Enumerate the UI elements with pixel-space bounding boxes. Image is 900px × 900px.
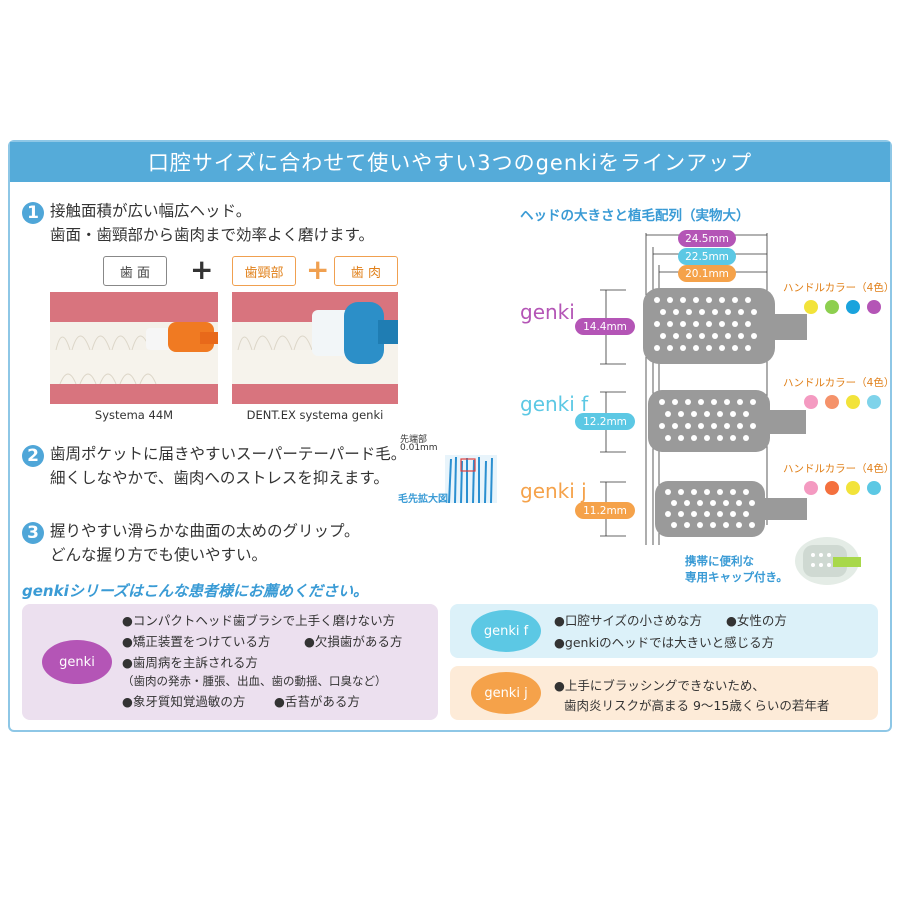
- handle-color-label-genki-j: ハンドルカラー（4色）: [783, 463, 895, 475]
- feature-1-line2: 歯面・歯頸部から歯肉まで効率よく磨けます。: [50, 226, 374, 244]
- plus-sign: +: [190, 253, 214, 286]
- brush-head-genki-j: [655, 481, 807, 537]
- feature-number-1: 1: [22, 202, 44, 224]
- cap-image: [795, 537, 861, 585]
- feature-3-line1: 握りやすい滑らかな曲面の太めのグリップ。: [50, 522, 360, 540]
- handle-color-swatch: [804, 395, 818, 409]
- length-label-genki-f: 22.5mm: [678, 248, 736, 265]
- handle-color-swatch: [846, 300, 860, 314]
- feature-1-line1: 接触面積が広い幅広ヘッド。: [50, 202, 252, 220]
- product-name-genki-j: genki j: [520, 479, 587, 503]
- product-name-genki: genki: [520, 300, 575, 324]
- list-item: ●genkiのヘッドでは大きいと感じる方: [554, 635, 775, 650]
- tag-cervical: 歯頸部: [232, 256, 296, 286]
- list-item: ●口腔サイズの小さめな方: [554, 613, 703, 628]
- brush-head-genki-f: [648, 390, 806, 452]
- handle-color-swatch: [825, 481, 839, 495]
- handle-color-swatch: [867, 395, 881, 409]
- cap-note-line2: 専用キャップ付き。: [685, 570, 788, 584]
- feature-number-2: 2: [22, 445, 44, 467]
- genki-j-badge: genki j: [471, 672, 541, 714]
- handle-color-swatch: [804, 481, 818, 495]
- genki-caption: DENT.EX systema genki: [246, 408, 384, 422]
- tip-size: 0.01mm: [400, 443, 438, 453]
- length-label-genki: 24.5mm: [678, 230, 736, 247]
- list-item: ●コンパクトヘッド歯ブラシで上手く磨けない方: [122, 613, 396, 628]
- page-title: 口腔サイズに合わせて使いやすい3つのgenkiをラインアップ: [10, 142, 890, 182]
- list-item: ●矯正装置をつけている方: [122, 634, 271, 649]
- tag-gum: 歯 肉: [334, 256, 398, 286]
- list-item: ●欠損歯がある方: [304, 634, 403, 649]
- handle-color-swatch: [867, 481, 881, 495]
- handle-color-swatch: [825, 300, 839, 314]
- handle-color-swatch: [825, 395, 839, 409]
- tag-tooth-surface: 歯 面: [103, 256, 167, 286]
- product-name-genki-f: genki f: [520, 392, 589, 416]
- handle-color-label-genki: ハンドルカラー（4色）: [783, 282, 895, 294]
- genki-badge: genki: [42, 640, 112, 684]
- content-frame: [8, 140, 892, 732]
- cap-note-line1: 携帯に便利な: [685, 554, 754, 568]
- handle-color-swatch: [867, 300, 881, 314]
- list-item: ●舌苔がある方: [274, 694, 360, 709]
- feature-number-3: 3: [22, 522, 44, 544]
- systema-44m-photo: [50, 292, 218, 404]
- handle-color-swatch: [846, 395, 860, 409]
- feature-2-line2: 細くしなやかで、歯肉へのストレスを抑えます。: [50, 469, 389, 487]
- tip-label: 先端部: [400, 435, 428, 445]
- genki-f-badge: genki f: [471, 610, 541, 652]
- list-item: 歯肉炎リスクが高まる 9〜15歳くらいの若年者: [564, 698, 830, 713]
- width-label-genki-f: 12.2mm: [575, 413, 635, 430]
- systema-44m-caption: Systema 44M: [94, 408, 174, 422]
- bristle-zoom-image: [445, 455, 497, 503]
- list-item-note: （歯肉の発赤・腫張、出血、歯の動揺、口臭など）: [122, 674, 387, 688]
- width-label-genki: 14.4mm: [575, 318, 635, 335]
- handle-color-swatch: [846, 481, 860, 495]
- feature-3-line2: どんな握り方でも使いやすい。: [50, 546, 268, 564]
- genki-photo: [232, 292, 398, 404]
- list-item: ●象牙質知覚過敏の方: [122, 694, 246, 709]
- bristle-zoom-label: 毛先拡大図: [398, 494, 448, 505]
- width-label-genki-j: 11.2mm: [575, 502, 635, 519]
- recommend-title: genkiシリーズはこんな患者様にお薦めください。: [22, 582, 368, 600]
- list-item: ●歯周病を主訴される方: [122, 655, 258, 670]
- plus-sign-orange: +: [306, 253, 330, 286]
- brush-head-genki: [643, 288, 807, 364]
- list-item: ●上手にブラッシングできないため、: [554, 678, 765, 693]
- head-chart-title: ヘッドの大きさと植毛配列（実物大）: [520, 208, 750, 224]
- handle-color-swatch: [804, 300, 818, 314]
- length-label-genki-j: 20.1mm: [678, 265, 736, 282]
- list-item: ●女性の方: [726, 613, 787, 628]
- feature-2-line1: 歯周ポケットに届きやすいスーパーテーパード毛。: [50, 445, 407, 463]
- handle-color-label-genki-f: ハンドルカラー（4色）: [783, 377, 895, 389]
